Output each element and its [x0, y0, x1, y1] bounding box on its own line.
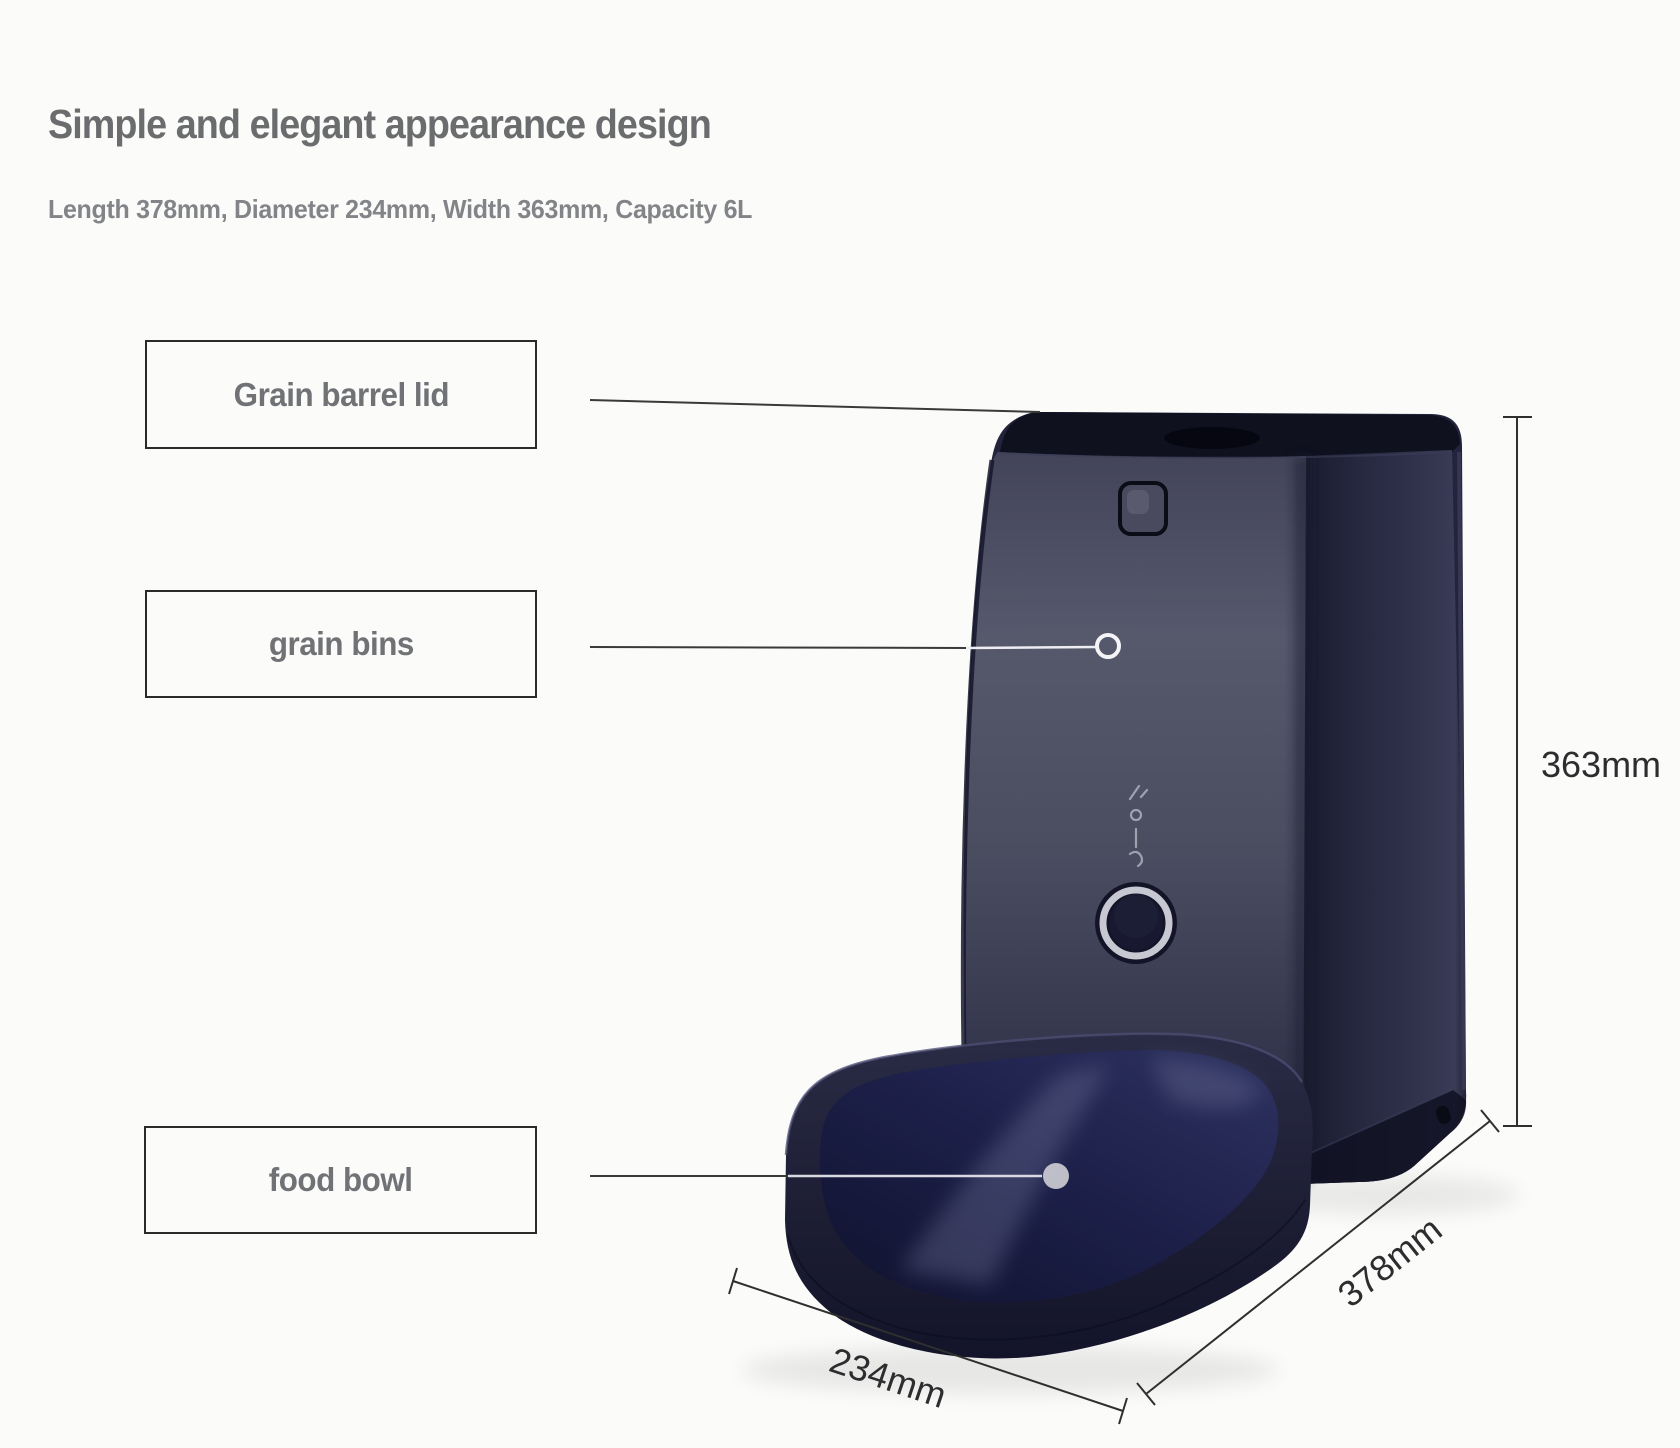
callout-line-bins-light — [965, 645, 1097, 650]
indicator-markings — [1128, 784, 1149, 868]
dim-tick-width-right — [1118, 1397, 1128, 1425]
dim-tick-depth-bottom — [1136, 1382, 1156, 1406]
front-side-corner-shade — [1294, 456, 1312, 1183]
sensor-window — [1118, 481, 1168, 536]
feed-button — [1095, 882, 1177, 964]
floor-shadow — [740, 1346, 1280, 1394]
dimension-lines — [728, 416, 1532, 1425]
power-port — [1436, 1105, 1451, 1124]
front-left-edge — [960, 459, 995, 1109]
lid-front-seam — [999, 451, 1453, 459]
callout-grain-bins-label: grain bins — [268, 625, 414, 662]
side-right-edge-highlight — [1457, 451, 1466, 1091]
callout-grain-barrel-lid-label: Grain barrel lid — [233, 375, 449, 413]
callout-lines — [589, 399, 1121, 1189]
feeder-base-seam — [1303, 1088, 1455, 1157]
lid-handle-recess — [1164, 427, 1260, 449]
page-title: Simple and elegant appearance design — [48, 101, 712, 148]
dim-line-width — [732, 1280, 1124, 1412]
callout-line-bins-dark — [589, 646, 967, 649]
callout-grain-barrel-lid: Grain barrel lid — [145, 340, 537, 449]
callout-grain-bins: grain bins — [145, 590, 537, 698]
callout-dot-bowl — [1043, 1163, 1069, 1189]
dim-tick-depth-top — [1480, 1109, 1500, 1133]
callout-food-bowl-label: food bowl — [268, 1161, 413, 1198]
callout-ring-bins — [1095, 633, 1121, 659]
callout-line-lid — [589, 399, 1041, 413]
spec-subtitle: Length 378mm, Diameter 234mm, Width 363m… — [48, 194, 753, 224]
bowl-rim-highlight — [784, 1032, 1304, 1156]
feeder-side-face — [1300, 450, 1467, 1184]
dim-tick-width-left — [728, 1267, 738, 1295]
callout-food-bowl: food bowl — [144, 1126, 537, 1234]
food-bowl-skirt-seam — [787, 1199, 1306, 1341]
dimension-height-label: 363mm — [1541, 744, 1662, 785]
sensor-window-glare — [1127, 490, 1149, 514]
dim-line-depth — [1145, 1120, 1491, 1395]
feeder-base-band — [1303, 1090, 1467, 1184]
bowl-inner-glare-back — [1150, 1058, 1262, 1108]
floor-shadow-right — [1260, 1175, 1520, 1215]
